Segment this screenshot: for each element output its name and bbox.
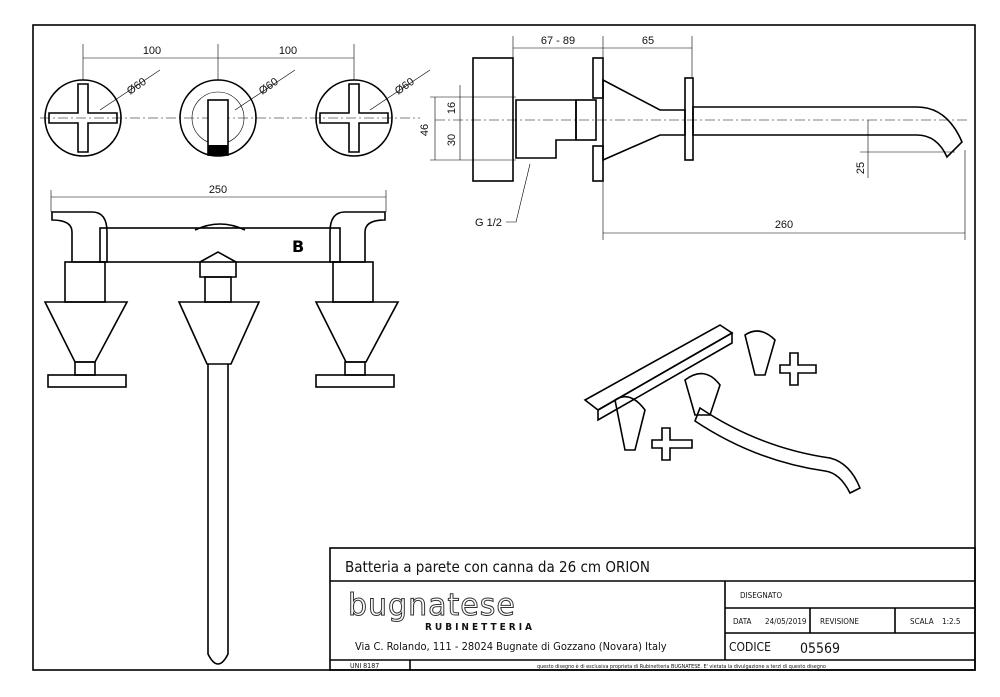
- mark-b: B: [292, 237, 304, 256]
- dim-46: 46: [419, 124, 431, 136]
- title-block: Batteria a parete con canna da 26 cm ORI…: [329, 547, 976, 671]
- drawing-title: Batteria a parete con canna da 26 cm ORI…: [345, 558, 650, 576]
- brand-logo: bugnatese: [348, 588, 516, 623]
- dim-diameter-1: Ø60: [125, 76, 149, 98]
- top-view: 100 100 Ø60 Ø60 Ø60: [40, 44, 431, 157]
- scala-label: SCALA: [910, 617, 934, 626]
- data-value: 24/05/2019: [765, 617, 807, 626]
- dim-67-89: 67 - 89: [541, 35, 575, 47]
- dim-65: 65: [642, 35, 654, 47]
- data-label: DATA: [733, 617, 751, 626]
- ownership-notice: questo disegno è di esclusiva proprieta …: [537, 663, 826, 670]
- dim-diameter-3: Ø60: [393, 76, 417, 98]
- uni-standard: UNI 8187: [350, 662, 379, 670]
- side-view: 67 - 89 65 46 16 30 25 260 G 1/2: [419, 35, 970, 240]
- dim-100-left: 100: [143, 45, 161, 57]
- front-view: 250 B: [43, 184, 400, 665]
- isometric-view: [583, 324, 862, 495]
- label-g-1-2: G 1/2: [475, 217, 502, 229]
- company-address: Via C. Rolando, 111 - 28024 Bugnate di G…: [355, 640, 667, 653]
- brand-subtitle: RUBINETTERIA: [425, 622, 535, 633]
- dim-100-right: 100: [279, 45, 297, 57]
- scala-value: 1:2.5: [942, 617, 960, 626]
- revisione-label: REVISIONE: [820, 617, 859, 626]
- disegnato-label: DISEGNATO: [740, 591, 782, 600]
- dim-30: 30: [446, 134, 458, 146]
- dim-250: 250: [209, 184, 227, 196]
- dim-260: 260: [775, 219, 793, 231]
- codice-value: 05569: [800, 641, 840, 657]
- codice-label: CODICE: [729, 640, 771, 654]
- dim-16: 16: [446, 102, 458, 114]
- dim-diameter-2: Ø60: [257, 76, 281, 98]
- dim-25: 25: [855, 162, 867, 174]
